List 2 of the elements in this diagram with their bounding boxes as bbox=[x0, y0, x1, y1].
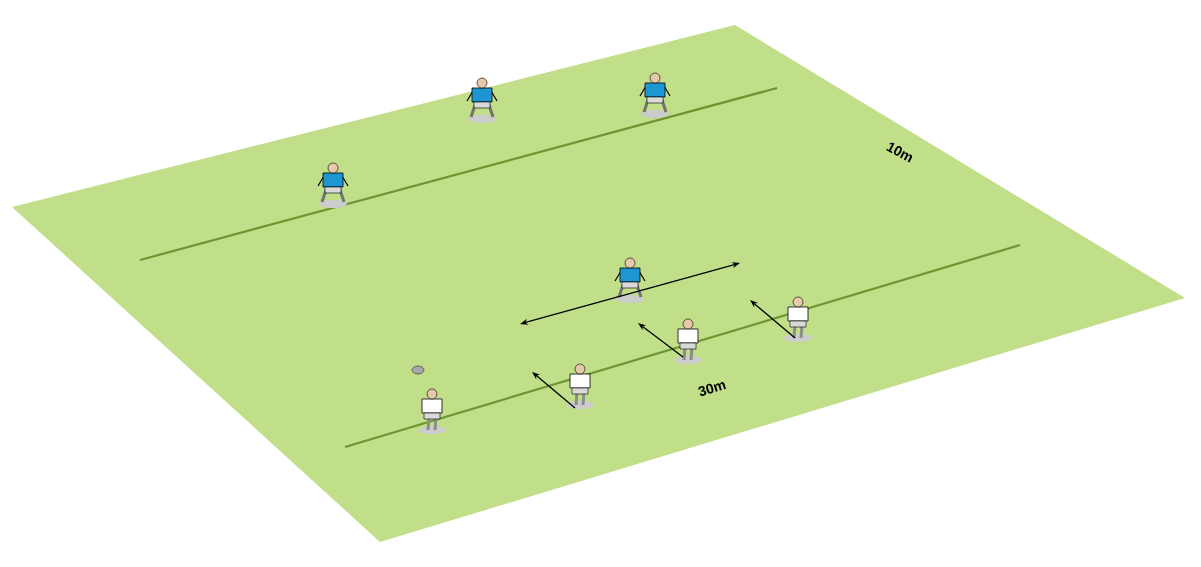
dimension-label: 30m bbox=[698, 382, 726, 396]
dimension-label: 10m bbox=[886, 142, 913, 163]
